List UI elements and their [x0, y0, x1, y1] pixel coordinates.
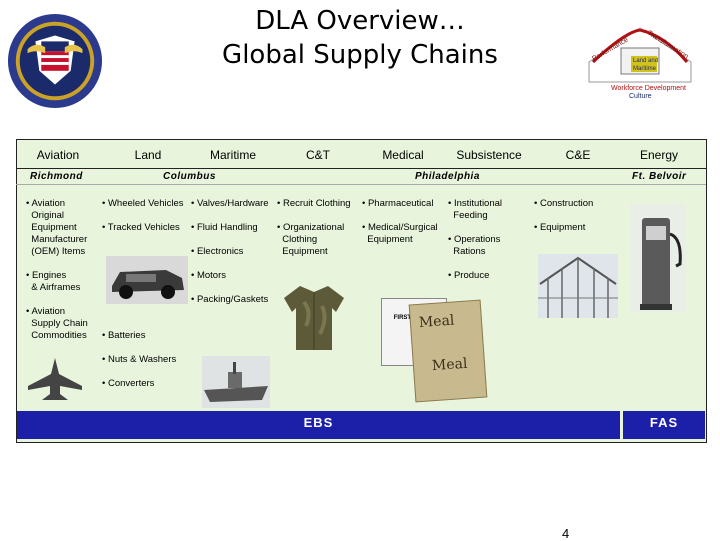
maritime-item-fluid: • Fluid Handling	[191, 222, 258, 233]
header-land: Land	[134, 148, 162, 162]
aviation-item-oem: • Aviation Original Equipment Manufactur…	[26, 198, 88, 257]
aviation-item-engines: • Engines & Airframes	[26, 270, 81, 293]
fighter-jet-image	[28, 358, 82, 400]
land-item-wheeled: • Wheeled Vehicles	[102, 198, 184, 209]
slide-title: DLA Overview… Global Supply Chains	[140, 4, 580, 72]
location-divider	[16, 184, 706, 185]
land-item-tracked: • Tracked Vehicles	[102, 222, 180, 233]
humvee-image	[106, 256, 188, 304]
subsistence-item-produce: • Produce	[448, 270, 490, 281]
header-aviation: Aviation	[36, 148, 80, 162]
header-divider	[16, 168, 706, 169]
logo-workforce-text: Workforce Development	[611, 85, 686, 92]
ce-item-construction: • Construction	[534, 198, 594, 209]
header-medical: Medical	[382, 148, 424, 162]
ce-item-equipment: • Equipment	[534, 222, 586, 233]
logo-land-text: Land and	[633, 58, 658, 64]
location-ft-belvoir: Ft. Belvoir	[632, 171, 687, 182]
construction-frame-image	[538, 254, 618, 318]
logo-culture-text: Culture	[629, 93, 652, 100]
fas-bar: FAS	[623, 411, 705, 439]
ebs-bar: EBS	[17, 411, 620, 439]
transformation-logo: Performance Transformation Land and Mari…	[588, 27, 692, 100]
meal-label-top: Meal	[418, 312, 455, 331]
aviation-item-commodities: • Aviation Supply Chain Commodities	[26, 306, 88, 341]
logo-maritime-text: Maritime	[633, 66, 657, 72]
header-ce: C&E	[565, 148, 591, 162]
location-philadelphia: Philadelphia	[415, 171, 480, 182]
location-columbus: Columbus	[163, 171, 216, 182]
header-subsistence: Subsistence	[456, 148, 522, 162]
title-line-1: DLA Overview…	[255, 6, 465, 36]
header-energy: Energy	[639, 148, 679, 162]
medical-item-pharma: • Pharmaceutical	[362, 198, 434, 209]
header-ct: C&T	[306, 148, 330, 162]
maritime-item-packing: • Packing/Gaskets	[191, 294, 269, 305]
page-number: 4	[562, 526, 570, 541]
title-line-2: Global Supply Chains	[222, 40, 498, 70]
subsistence-item-rations: • Operations Rations	[448, 234, 501, 257]
shared-item-converters: • Converters	[102, 378, 155, 389]
shared-item-nuts: • Nuts & Washers	[102, 354, 177, 365]
dla-seal-logo	[7, 13, 103, 109]
warship-image	[202, 356, 270, 408]
meal-label-bottom: Meal	[431, 355, 468, 375]
location-richmond: Richmond	[30, 171, 83, 182]
maritime-item-electronics: • Electronics	[191, 246, 244, 257]
fuel-pump-image	[630, 204, 686, 312]
uniform-jacket-image	[284, 286, 344, 350]
subsistence-item-institutional: • Institutional Feeding	[448, 198, 503, 221]
shared-item-batteries: • Batteries	[102, 330, 146, 341]
maritime-item-valves: • Valves/Hardware	[191, 198, 269, 209]
maritime-item-motors: • Motors	[191, 270, 226, 281]
medical-item-surgical: • Medical/Surgical Equipment	[362, 222, 438, 245]
meal-packet-image: Meal Meal	[408, 299, 488, 403]
ct-item-organizational: • Organizational Clothing Equipment	[277, 222, 345, 257]
header-maritime: Maritime	[209, 148, 256, 162]
ct-item-recruit: • Recruit Clothing	[277, 198, 351, 209]
